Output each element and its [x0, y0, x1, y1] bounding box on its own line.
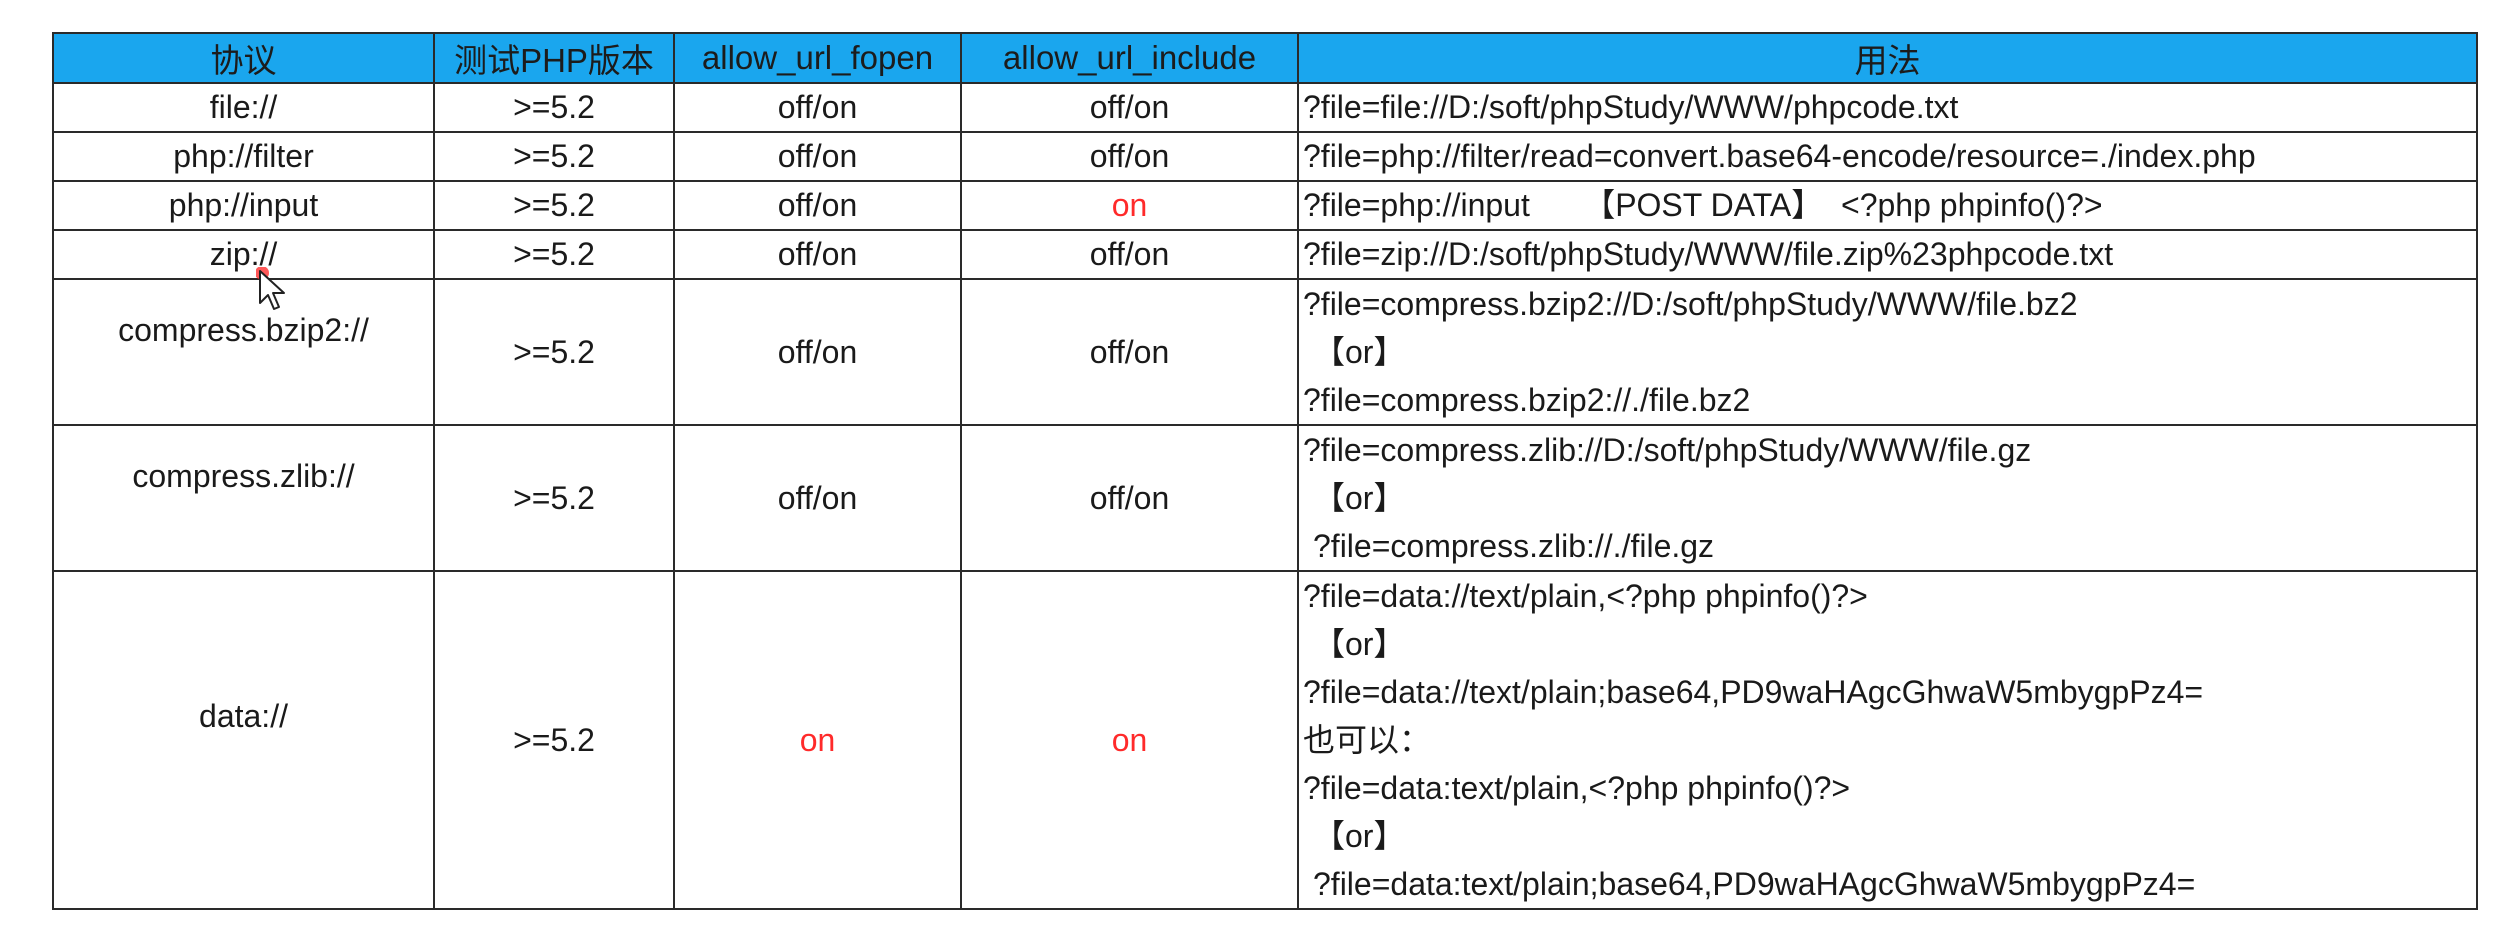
protocol-cell: file://: [52, 82, 435, 133]
php-version-cell: >=5.2: [433, 570, 675, 910]
php-version-cell: >=5.2: [433, 229, 675, 280]
col-header-php-version: 测试PHP版本: [433, 32, 675, 84]
protocol-label: compress.bzip2://: [118, 311, 369, 348]
usage-note: 也可以：: [1303, 722, 1432, 758]
usage-line: ?file=data://text/plain;base64,PD9waHAgc…: [1303, 674, 2204, 710]
protocol-cell: data://: [52, 570, 435, 910]
allow-url-fopen-cell: off/on: [673, 82, 962, 133]
usage-cell: ?file=data://text/plain,<?php phpinfo()?…: [1297, 570, 2478, 910]
usage-cell: ?file=zip://D:/soft/phpStudy/WWW/file.zi…: [1297, 229, 2478, 280]
php-wrapper-protocol-table: 协议 测试PHP版本 allow_url_fopen allow_url_inc…: [52, 32, 2478, 910]
table-row: file:// >=5.2 off/on off/on ?file=file:/…: [52, 82, 2478, 133]
allow-url-fopen-cell: off/on: [673, 229, 962, 280]
table-row: compress.bzip2:// >=5.2 off/on off/on ?f…: [52, 278, 2478, 426]
mouse-pointer-icon: [256, 267, 285, 310]
col-header-allow-url-include: allow_url_include: [960, 32, 1299, 84]
table-row: compress.zlib:// >=5.2 off/on off/on ?fi…: [52, 424, 2478, 572]
usage-cell: ?file=file://D:/soft/phpStudy/WWW/phpcod…: [1297, 82, 2478, 133]
usage-or-separator: 【or】: [1313, 626, 1406, 662]
protocol-cell: php://input: [52, 180, 435, 231]
table-row: php://input >=5.2 off/on on ?file=php://…: [52, 180, 2478, 231]
usage-or-separator: 【or】: [1313, 480, 1406, 516]
usage-line: ?file=data:text/plain,<?php phpinfo()?>: [1303, 770, 1851, 806]
usage-cell: ?file=compress.zlib://D:/soft/phpStudy/W…: [1297, 424, 2478, 572]
php-version-cell: >=5.2: [433, 424, 675, 572]
usage-line: ?file=compress.zlib://./file.gz: [1313, 528, 1715, 564]
usage-or-separator: 【or】: [1313, 818, 1406, 854]
php-version-cell: >=5.2: [433, 131, 675, 182]
col-header-usage: 用法: [1297, 32, 2478, 84]
table-row: zip:// >=5.2 off/on off/on ?file=zip://D…: [52, 229, 2478, 280]
header-row: 协议 测试PHP版本 allow_url_fopen allow_url_inc…: [52, 32, 2478, 84]
usage-line: ?file=data:text/plain;base64,PD9waHAgcGh…: [1313, 866, 2196, 902]
allow-url-fopen-cell: off/on: [673, 180, 962, 231]
php-version-cell: >=5.2: [433, 82, 675, 133]
usage-line: ?file=php://input 【POST DATA】 <?php phpi…: [1303, 187, 2103, 223]
usage-cell: ?file=php://filter/read=convert.base64-e…: [1297, 131, 2478, 182]
col-header-allow-url-fopen: allow_url_fopen: [673, 32, 962, 84]
usage-line: ?file=compress.bzip2://D:/soft/phpStudy/…: [1303, 286, 2078, 322]
allow-url-include-cell: off/on: [960, 424, 1299, 572]
php-version-cell: >=5.2: [433, 180, 675, 231]
allow-url-include-cell: on: [960, 570, 1299, 910]
table-row: data:// >=5.2 on on ?file=data://text/pl…: [52, 570, 2478, 910]
allow-url-include-cell: off/on: [960, 82, 1299, 133]
protocol-cell: compress.zlib://: [52, 424, 435, 572]
usage-line: ?file=compress.zlib://D:/soft/phpStudy/W…: [1303, 432, 2032, 468]
protocol-label: compress.zlib://: [132, 457, 355, 494]
usage-cell: ?file=php://input 【POST DATA】 <?php phpi…: [1297, 180, 2478, 231]
allow-url-fopen-cell: off/on: [673, 131, 962, 182]
allow-url-fopen-cell: on: [673, 570, 962, 910]
protocol-table-sheet: 协议 测试PHP版本 allow_url_fopen allow_url_inc…: [52, 32, 2478, 910]
protocol-cell: zip://: [52, 229, 435, 280]
usage-or-separator: 【or】: [1313, 334, 1406, 370]
col-header-protocol: 协议: [52, 32, 435, 84]
allow-url-fopen-cell: off/on: [673, 424, 962, 572]
allow-url-fopen-cell: off/on: [673, 278, 962, 426]
allow-url-include-cell: off/on: [960, 229, 1299, 280]
protocol-cell: compress.bzip2://: [52, 278, 435, 426]
protocol-label: data://: [199, 697, 288, 734]
protocol-cell: php://filter: [52, 131, 435, 182]
usage-cell: ?file=compress.bzip2://D:/soft/phpStudy/…: [1297, 278, 2478, 426]
allow-url-include-cell: on: [960, 180, 1299, 231]
usage-line: ?file=data://text/plain,<?php phpinfo()?…: [1303, 578, 1868, 614]
php-version-cell: >=5.2: [433, 278, 675, 426]
table-row: php://filter >=5.2 off/on off/on ?file=p…: [52, 131, 2478, 182]
allow-url-include-cell: off/on: [960, 131, 1299, 182]
allow-url-include-cell: off/on: [960, 278, 1299, 426]
usage-line: ?file=compress.bzip2://./file.bz2: [1303, 382, 1751, 418]
